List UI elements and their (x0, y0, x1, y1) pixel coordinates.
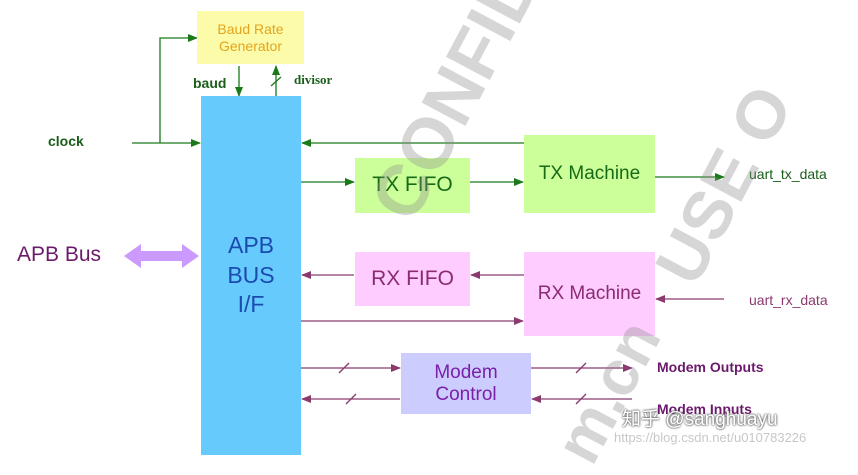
modem-inputs-label: Modem Inputs (657, 401, 752, 417)
tx-fifo-label: TX FIFO (372, 173, 453, 197)
rx-wires (301, 271, 724, 325)
tx-machine-block: TX Machine (524, 135, 655, 213)
baud-gen-line2: Generator (218, 37, 283, 54)
zhihu-credit: 知乎 @sanghuayu (622, 409, 778, 430)
clock-wire (132, 34, 201, 147)
clock-label: clock (48, 133, 84, 149)
rx-fifo-block: RX FIFO (355, 252, 470, 306)
modem-wires (301, 362, 633, 405)
csdn-url: https://blog.csdn.net/u010783226 (614, 430, 807, 445)
apb-if-line2: BUS (227, 261, 275, 288)
rx-machine-block: RX Machine (524, 252, 655, 336)
uart-rx-data-label: uart_rx_data (749, 292, 828, 308)
tx-machine-label: TX Machine (538, 163, 641, 185)
rx-fifo-label: RX FIFO (371, 266, 454, 290)
apb-bus-arrow (124, 244, 199, 268)
apb-bus-if-block: APB BUS I/F (201, 96, 301, 455)
modem-ctrl-line2: Control (435, 383, 497, 405)
modem-ctrl-line1: Modem (434, 361, 498, 383)
tx-fifo-block: TX FIFO (355, 158, 470, 213)
divisor-label: divisor (294, 72, 333, 87)
rx-machine-label: RX Machine (537, 283, 642, 305)
uart-tx-data-label: uart_tx_data (749, 166, 827, 182)
apb-if-line1: APB (227, 231, 275, 258)
divisor-wire (270, 65, 282, 96)
uart-block-diagram: Baud Rate Generator APB BUS I/F TX FIFO … (17, 0, 828, 474)
modem-control-block: Modem Control (401, 353, 531, 414)
baud-label: baud (193, 75, 227, 91)
baud-gen-line1: Baud Rate (217, 21, 284, 38)
tx-wires (301, 139, 725, 186)
wires-layer (124, 34, 725, 405)
modem-outputs-label: Modem Outputs (657, 359, 764, 375)
baud-rate-generator-block: Baud Rate Generator (197, 11, 304, 64)
apb-bus-label: APB Bus (17, 243, 102, 266)
apb-if-line3: I/F (237, 291, 265, 318)
